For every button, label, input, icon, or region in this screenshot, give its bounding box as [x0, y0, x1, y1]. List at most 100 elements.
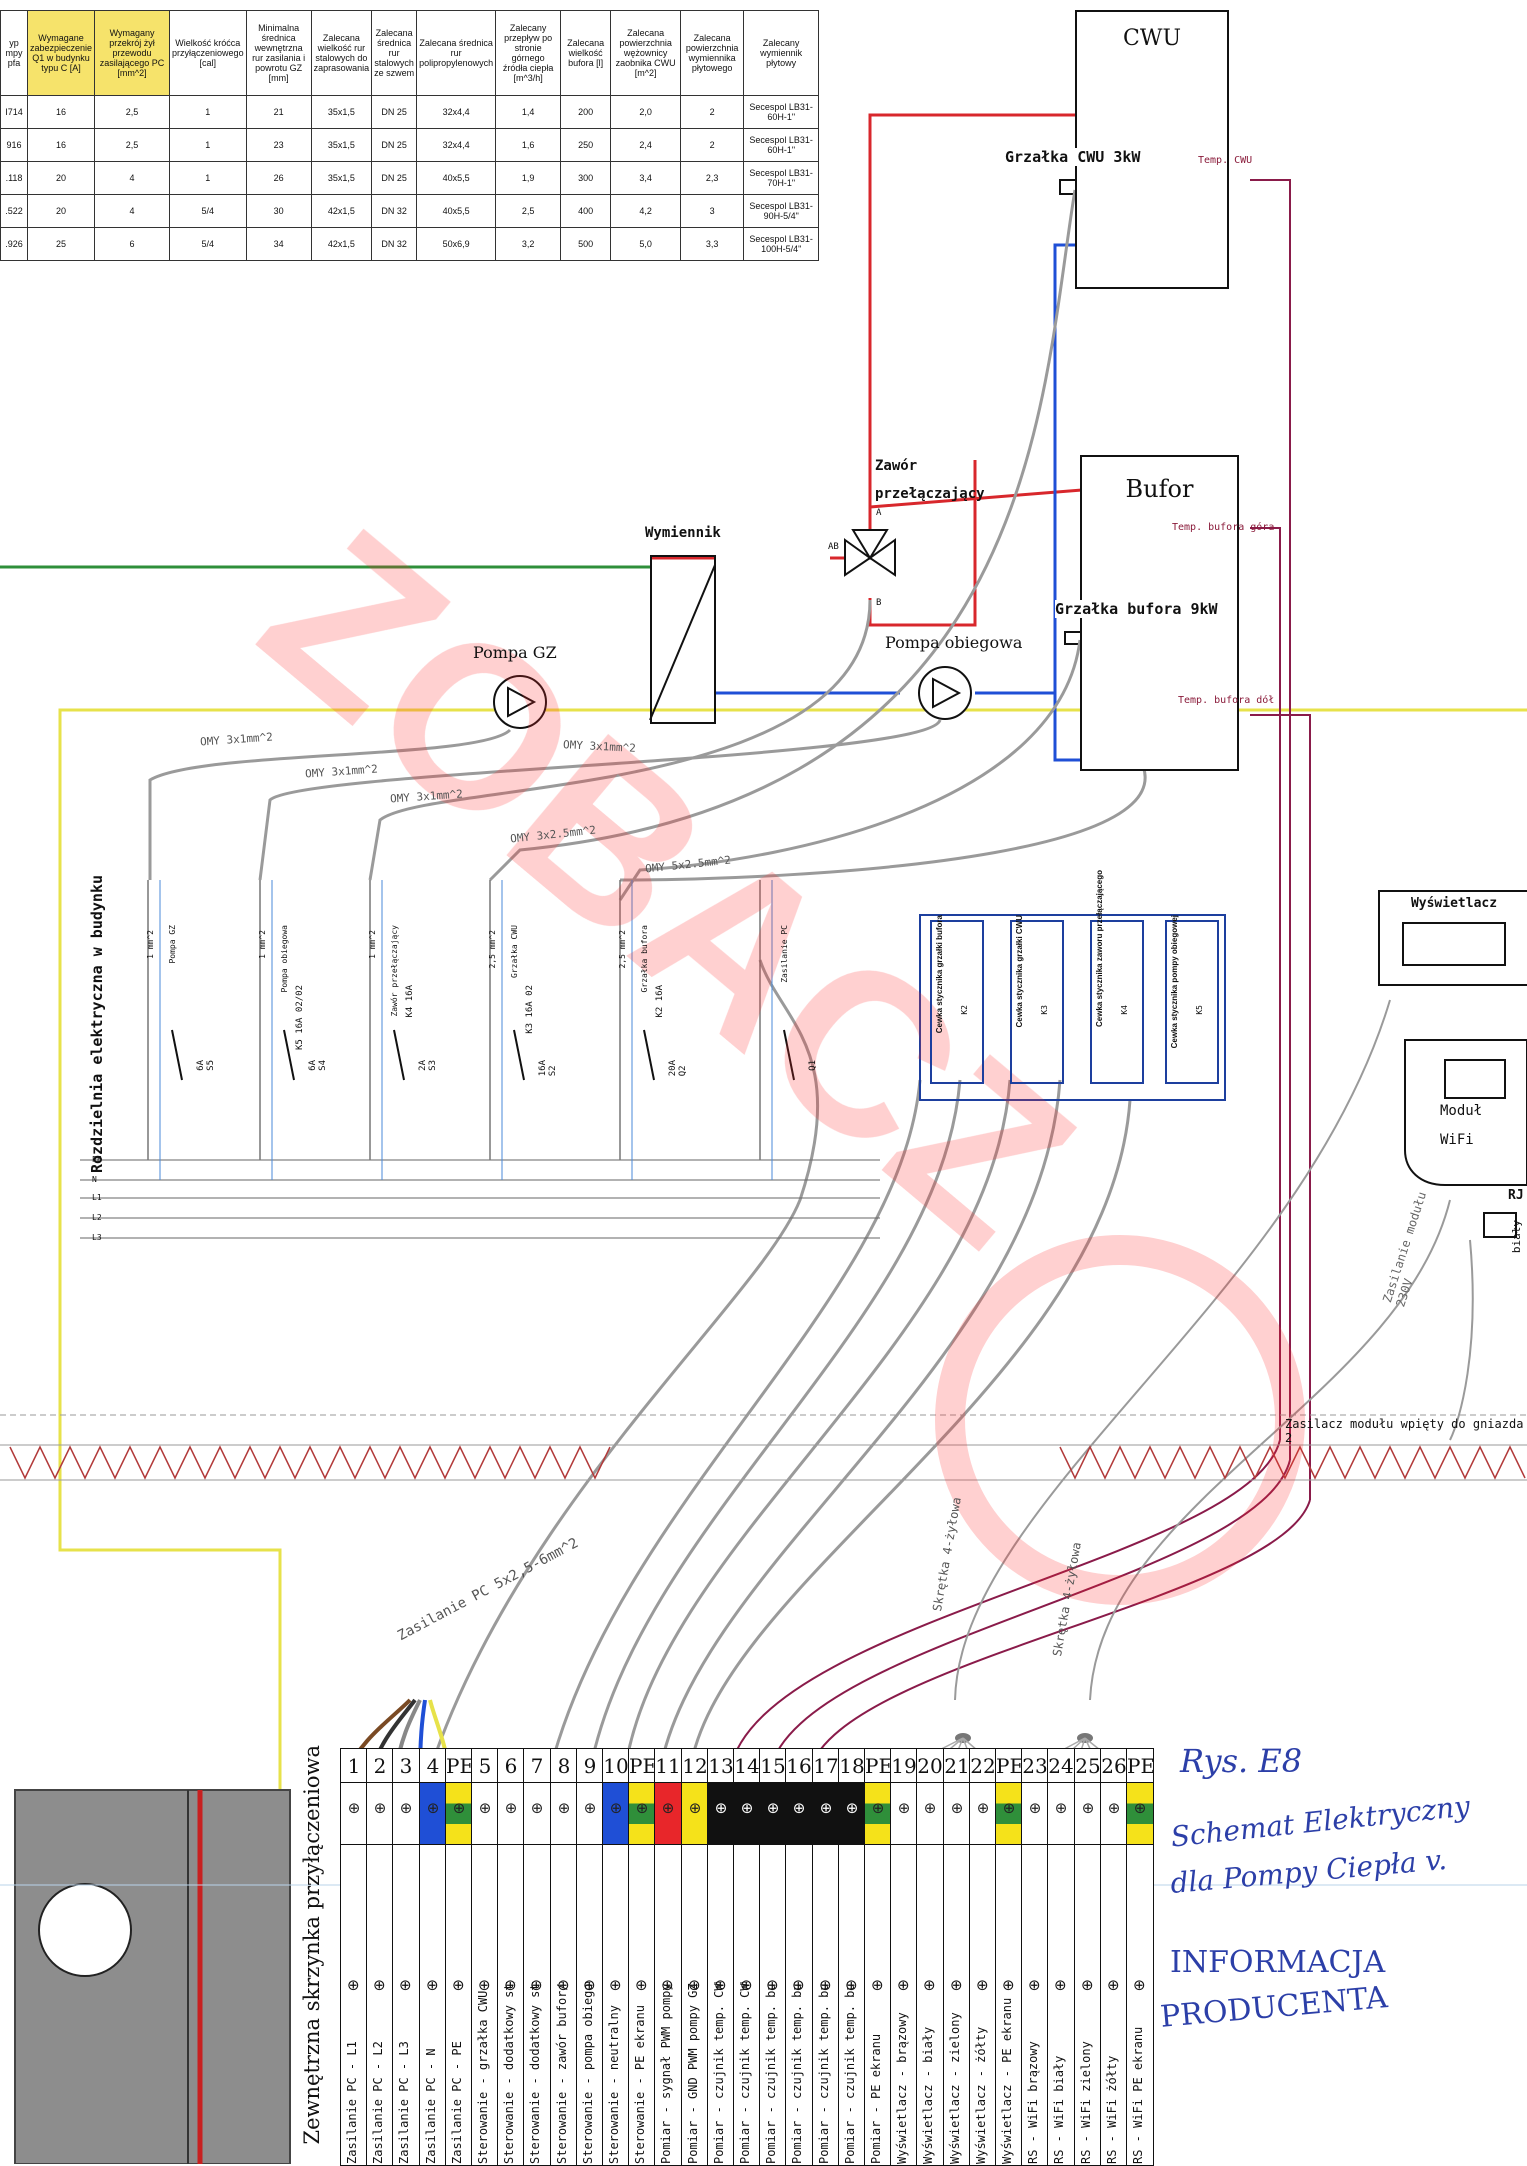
- terminal-number: 7: [523, 1748, 551, 1784]
- screw-icon: ⊕: [897, 1799, 911, 1817]
- pompa-gz-label: Pompa GZ: [473, 643, 557, 662]
- screw-icon: ⊕: [452, 1799, 466, 1817]
- zawor-label-1: Zawór: [875, 458, 918, 474]
- screw-icon: ⊕: [635, 1976, 648, 1994]
- terminal-screw-top: ⊕: [943, 1782, 971, 1846]
- spec-cell: 25: [26, 227, 96, 261]
- terminal-number: PE: [995, 1748, 1024, 1784]
- terminal-number: 5: [471, 1748, 499, 1784]
- terminal-label: Sterowanie - dodatkowy styk bufora 2: [528, 1982, 542, 2164]
- circuit-device: Zasilanie PC: [780, 925, 789, 983]
- skrzynka-label: Zewnętrzna skrzynka przyłączeniowa: [300, 1745, 324, 2145]
- temp-bufora-dol-label: Temp. bufora dół: [1178, 695, 1275, 706]
- busbars: [80, 1159, 880, 1239]
- switch-blade: [393, 1029, 405, 1081]
- cable-pwm: [688, 1099, 1132, 1771]
- terminal-screw-top: ⊕: [1021, 1782, 1049, 1846]
- temp-bufora-gora-label: Temp. bufora góra: [1172, 522, 1275, 533]
- spec-cell: 30: [245, 194, 312, 228]
- spec-cell: 2: [680, 95, 745, 129]
- terminal-lower: ⊕: [812, 1844, 840, 2166]
- terminal-screw-top: ⊕: [628, 1782, 656, 1846]
- terminal-label: Wyświetlacz - PE ekranu: [1000, 1997, 1014, 2164]
- terminal-number: 19: [890, 1748, 918, 1784]
- hot-pipe-b: [868, 460, 977, 627]
- spec-cell: DN 25: [371, 161, 418, 195]
- bufor-label: Bufor: [1125, 475, 1194, 503]
- spec-cell: 40x5,5: [416, 194, 497, 228]
- switch-blade: [513, 1029, 525, 1081]
- spec-cell: 40x5,5: [416, 161, 497, 195]
- screw-icon: ⊕: [923, 1799, 937, 1817]
- terminal-screw-top: ⊕: [864, 1782, 892, 1846]
- spec-cell: 5,0: [610, 227, 682, 261]
- screw-icon: ⊕: [609, 1976, 622, 1994]
- switch-blade: [783, 1029, 795, 1081]
- terminal-label: RS - WiFi PE ekranu: [1131, 2026, 1145, 2164]
- circuit-cable: 1 mm^2: [368, 930, 377, 959]
- terminal-number: 3: [392, 1748, 420, 1784]
- screw-icon: ⊕: [504, 1799, 518, 1817]
- terminal-label: Sterowanie - zawór bufor/CWU: [555, 1982, 569, 2164]
- pompa-obiegowa-symbol: [918, 666, 972, 720]
- cable-ctrl-3: [623, 1079, 1012, 1771]
- grzalka-cwu-label: Grzałka CWU 3kW: [1005, 148, 1141, 166]
- terminal-number: 9: [576, 1748, 604, 1784]
- terminal-label: RS - WiFi zielony: [1079, 2041, 1093, 2164]
- sensor-to-box-3: [809, 1499, 1311, 1771]
- temp-cwu-label: Temp. CWU: [1198, 155, 1253, 166]
- terminal-label: Pomiar - czujnik temp. bufora góra: [764, 1982, 778, 2164]
- cable-zawor: [368, 599, 872, 881]
- cable-pompa-gz: [148, 728, 512, 880]
- cold-pipe-buffer: [1053, 693, 1082, 762]
- terminal-lower: ⊕: [1021, 1844, 1049, 2166]
- screw-icon: ⊕: [635, 1799, 649, 1817]
- modul-wifi-screen: [1444, 1059, 1506, 1099]
- busbar-label: N: [92, 1175, 97, 1184]
- spec-cell: 23: [245, 128, 312, 162]
- terminal-number: 2: [366, 1748, 394, 1784]
- circuit-device: Grzałka CWU: [510, 925, 519, 978]
- screw-icon: ⊕: [1107, 1976, 1120, 1994]
- terminal-lower: ⊕: [864, 1844, 892, 2166]
- coil-box: [1165, 920, 1219, 1084]
- terminal-number: 23: [1021, 1748, 1049, 1784]
- terminal-label: Wyświetlacz - brązowy: [895, 2012, 909, 2164]
- screw-icon: ⊕: [557, 1976, 570, 1994]
- terminal-lower: ⊕: [995, 1844, 1023, 2166]
- yellow-line: [58, 708, 1527, 1820]
- terminal-number: 26: [1100, 1748, 1128, 1784]
- spec-header-10: Zalecana powierzchnia wężownicy zaobnika…: [610, 10, 682, 96]
- cable-grzalka-bufora: [618, 639, 1082, 901]
- circuit-fuse: 16A S2: [538, 1060, 558, 1077]
- terminal-label: Pomiar - czujnik temp. bufora dół: [843, 1982, 857, 2164]
- screw-icon: ⊕: [1054, 1799, 1068, 1817]
- terminal-number: PE: [1126, 1748, 1155, 1784]
- circuit-cable: 2,5 mm^2: [488, 930, 497, 969]
- terminal-screw-top: ⊕: [497, 1782, 525, 1846]
- skretka-display: [954, 999, 1391, 1701]
- coil-id: K4: [1120, 1005, 1129, 1015]
- circuit-cable: 2,5 mm^2: [618, 930, 627, 969]
- sensor-line-gora: [1250, 527, 1281, 1440]
- skretka-wifi: [1089, 1199, 1451, 1701]
- screw-icon: ⊕: [1002, 1799, 1016, 1817]
- screw-icon: ⊕: [792, 1799, 806, 1817]
- terminal-screw-top: ⊕: [654, 1782, 682, 1846]
- terminal-screw-top: ⊕: [471, 1782, 499, 1846]
- terminal-lower: ⊕: [576, 1844, 604, 2166]
- screw-icon: ⊕: [1081, 1799, 1095, 1817]
- hand-rys: Rys. E8: [1180, 1742, 1303, 1780]
- spec-cell: 21: [245, 95, 312, 129]
- spec-cell: 20: [26, 194, 96, 228]
- terminal-label: Sterowanie - grzałka CWU: [476, 1990, 490, 2164]
- spec-header-7: Zalecana średnica rur polipropylenowych: [416, 10, 497, 96]
- terminal-screw-top: ⊕: [812, 1782, 840, 1846]
- terminal-number: 6: [497, 1748, 525, 1784]
- coil-box: [930, 920, 984, 1084]
- spec-cell: 300: [560, 161, 612, 195]
- spec-cell: 3,2: [495, 227, 562, 261]
- spec-cell: Secespol LB31-70H-1": [743, 161, 820, 195]
